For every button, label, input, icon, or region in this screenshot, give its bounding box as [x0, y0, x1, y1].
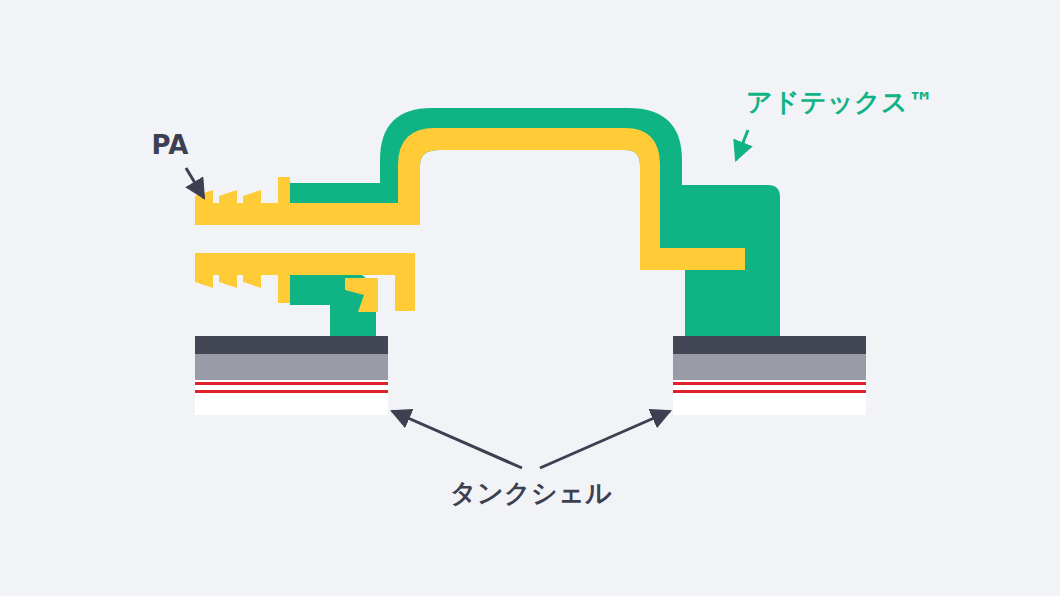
leader-line — [736, 130, 748, 160]
part-label: アドテックス™ — [746, 87, 934, 118]
tank-shell-left — [195, 336, 388, 415]
leader-line — [540, 411, 670, 468]
leader-line — [392, 411, 522, 468]
leader-lines — [186, 130, 748, 468]
pa-fitting — [195, 128, 745, 312]
tank-shell-right — [673, 336, 866, 415]
part-label: タンクシェル — [450, 478, 612, 509]
part-label: PA — [152, 130, 189, 161]
leader-line — [186, 168, 204, 198]
